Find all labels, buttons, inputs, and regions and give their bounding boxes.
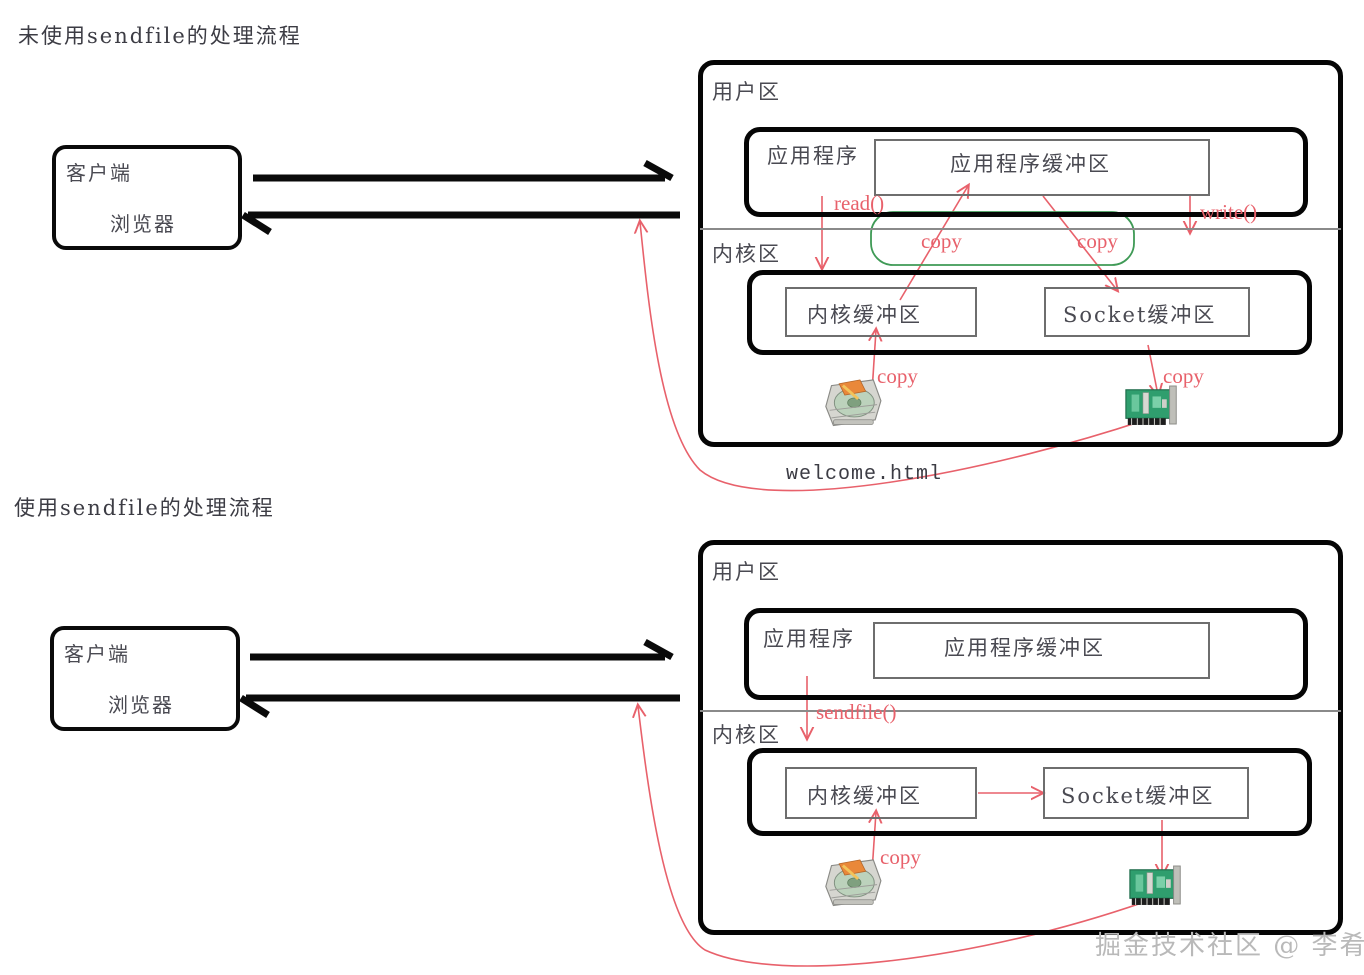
- copy-label-2: copy: [1077, 229, 1118, 253]
- sendfile-call-label: sendfile(): [816, 700, 897, 724]
- kernel-buffer-box-bottom: [785, 767, 977, 819]
- kernel-zone-label-top: 内核区: [712, 242, 781, 266]
- kernel-box-top: [747, 270, 1312, 355]
- response-arrow-top: [241, 211, 680, 235]
- server-box-bottom: [698, 540, 1343, 935]
- app-buffer-box-top: [874, 139, 1210, 196]
- application-box-top: [744, 127, 1308, 217]
- section-title-with-sendfile: 使用sendfile的处理流程: [14, 496, 275, 520]
- client-label-top: 客户端: [66, 161, 132, 185]
- client-box-bottom[interactable]: [50, 626, 240, 731]
- user-zone-label-top: 用户区: [712, 80, 781, 104]
- socket-buffer-label-bottom: Socket缓冲区: [1061, 784, 1215, 808]
- socket-buffer-box-top: [1044, 287, 1250, 337]
- app-buffer-label-bottom: 应用程序缓冲区: [944, 636, 1105, 660]
- kernel-box-bottom: [747, 748, 1312, 836]
- section-title-without-sendfile: 未使用sendfile的处理流程: [18, 24, 302, 48]
- kernel-zone-label-bottom: 内核区: [712, 723, 781, 747]
- write-call-label: write(): [1200, 200, 1258, 224]
- kernel-buffer-label-bottom: 内核缓冲区: [807, 784, 922, 808]
- socket-buffer-box-bottom: [1043, 767, 1249, 819]
- browser-label-top: 浏览器: [110, 212, 176, 236]
- user-kernel-divider-bottom: [700, 710, 1341, 712]
- server-box-top: [698, 60, 1343, 447]
- filename-label: welcome.html: [786, 463, 943, 486]
- request-arrow-bottom: [250, 638, 674, 661]
- browser-label-bottom: 浏览器: [108, 693, 174, 717]
- copy-label-bottom-1: copy: [880, 845, 921, 869]
- socket-buffer-label-top: Socket缓冲区: [1063, 303, 1217, 327]
- copy-label-4: copy: [1163, 364, 1204, 388]
- copy-label-1: copy: [921, 229, 962, 253]
- client-label-bottom: 客户端: [64, 642, 130, 666]
- read-call-label: read(): [834, 191, 885, 215]
- user-kernel-divider-top: [700, 228, 1341, 230]
- application-box-bottom: [744, 608, 1308, 700]
- user-zone-label-bottom: 用户区: [712, 560, 781, 584]
- response-arrow-bottom: [239, 694, 680, 718]
- application-label-bottom: 应用程序: [763, 627, 855, 651]
- app-buffer-label-top: 应用程序缓冲区: [950, 152, 1111, 176]
- application-label-top: 应用程序: [767, 144, 859, 168]
- kernel-buffer-box-top: [785, 287, 977, 337]
- request-arrow-top: [253, 159, 674, 182]
- app-buffer-box-bottom: [873, 622, 1210, 679]
- kernel-buffer-label-top: 内核缓冲区: [807, 303, 922, 327]
- copy-label-3: copy: [877, 364, 918, 388]
- client-box-top[interactable]: [52, 145, 242, 250]
- watermark-label: 掘金技术社区 @ 李肴: [1095, 931, 1364, 961]
